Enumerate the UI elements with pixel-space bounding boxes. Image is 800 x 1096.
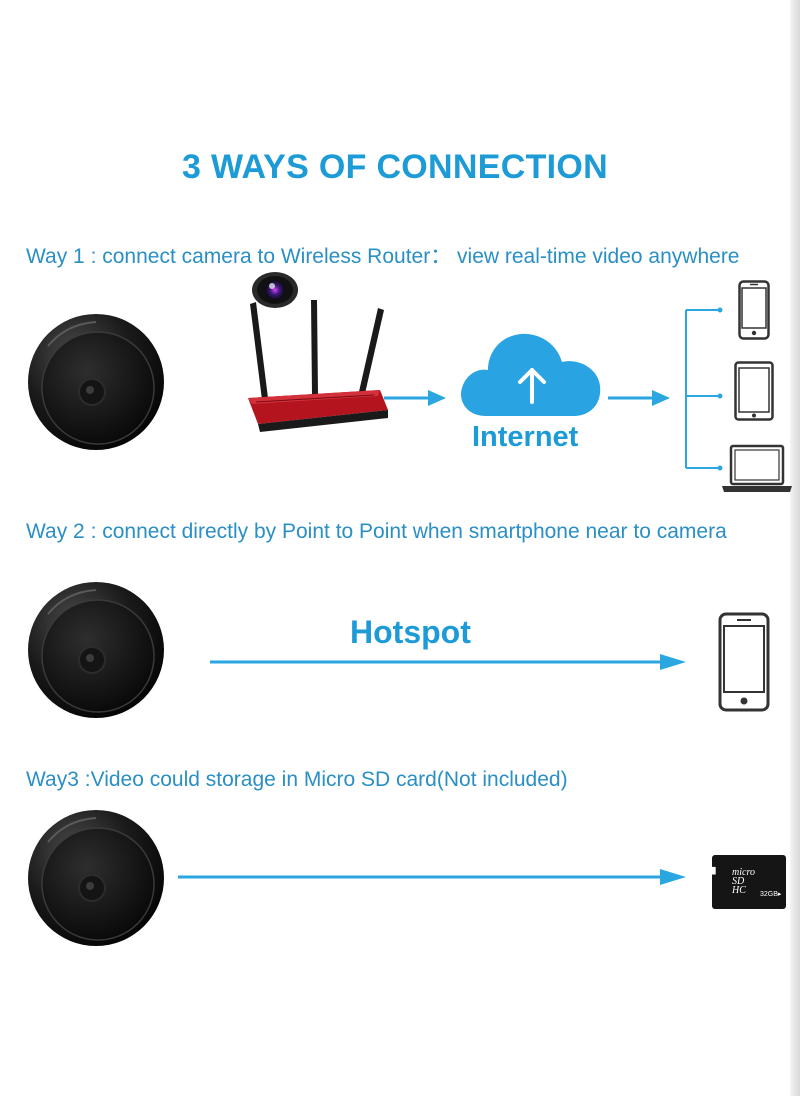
tablet-icon (734, 361, 774, 421)
laptop-icon (722, 444, 792, 492)
smartphone-icon (718, 612, 770, 712)
arrow-sd-storage (178, 869, 686, 885)
cloud-upload-icon (461, 333, 601, 416)
hotspot-label: Hotspot (350, 614, 471, 650)
right-edge-strip (790, 0, 800, 1096)
way-2-caption: Way 2 : connect directly by Point to Poi… (26, 520, 727, 543)
way-3-caption: Way3 :Video could storage in Micro SD ca… (26, 768, 568, 791)
sd-card-capacity: 32GB▸ (760, 891, 782, 898)
sd-logo-line-3: HC (732, 885, 746, 896)
camera-icon (28, 314, 164, 450)
camera-icon (28, 810, 164, 946)
device-branch-lines (685, 307, 723, 471)
page-title: 3 WAYS OF CONNECTION (181, 148, 609, 186)
router-icon (248, 300, 388, 432)
micro-sd-card-icon (712, 855, 786, 909)
lens-icon (252, 272, 298, 308)
smartphone-icon (738, 280, 770, 340)
camera-icon (28, 582, 164, 718)
arrow-hotspot (210, 654, 686, 670)
sd-card-logo: micro SD HC (732, 867, 755, 896)
arrow-cloud-to-devices (608, 390, 670, 406)
internet-label: Internet (472, 421, 579, 453)
sd-logo-line-1: micro (732, 867, 755, 878)
sd-logo-line-2: SD (732, 876, 745, 887)
arrow-router-to-cloud (384, 390, 446, 406)
way-1-caption: Way 1 : connect camera to Wireless Route… (26, 245, 740, 268)
